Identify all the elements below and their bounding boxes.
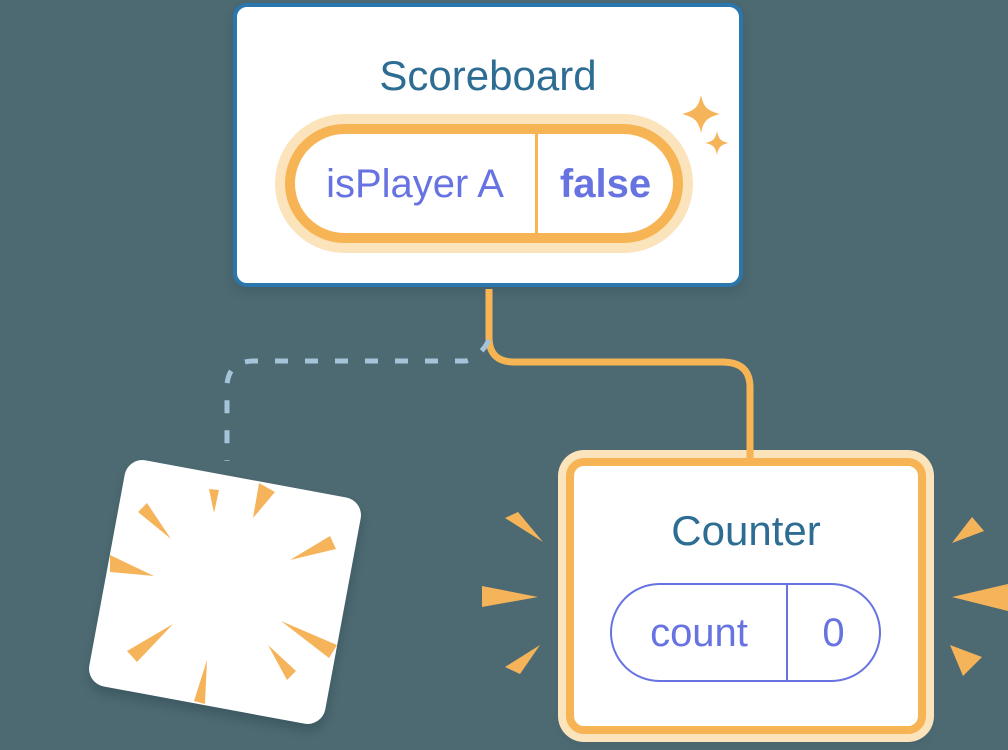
scoreboard-state-pill: isPlayer A false (285, 124, 683, 243)
counter-state-pill: count 0 (610, 583, 881, 682)
tree-edge-kept (485, 289, 754, 459)
scoreboard-title: Scoreboard (379, 52, 597, 99)
tree-edge-removed (224, 338, 492, 461)
emphasis-rays-left-icon (482, 512, 543, 674)
counter-card: Counter count 0 (566, 458, 926, 734)
emphasis-rays-right-icon (950, 517, 1008, 676)
state-name-label: isPlayer A (295, 134, 538, 233)
state-value-label: false (559, 161, 652, 206)
scoreboard-card: Scoreboard isPlayer A false (233, 3, 743, 287)
state-name-label: count (612, 585, 788, 680)
counter-title: Counter (671, 507, 821, 554)
state-value-label: 0 (822, 610, 845, 655)
destroyed-card (86, 457, 364, 727)
